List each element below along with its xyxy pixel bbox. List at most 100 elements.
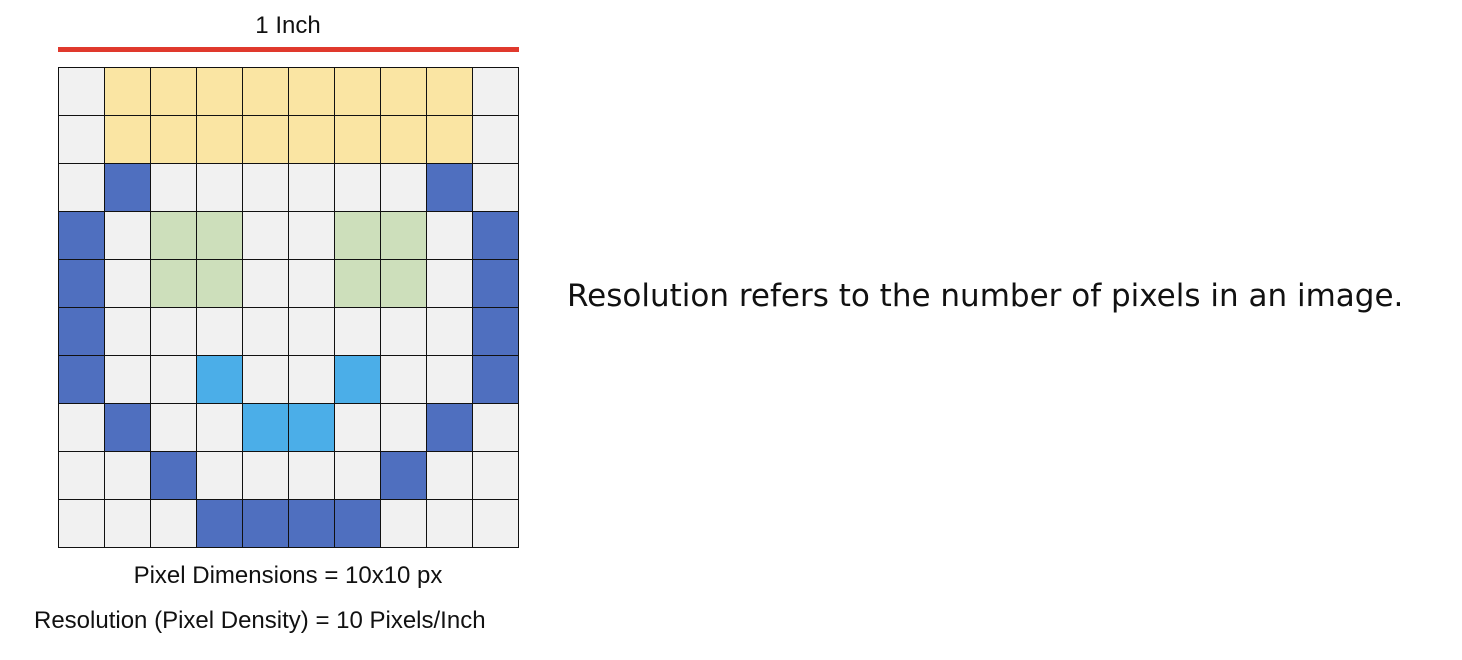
pixel-cell [105, 356, 151, 404]
pixel-cell [197, 68, 243, 116]
pixel-cell [473, 356, 519, 404]
pixel-cell [335, 356, 381, 404]
pixel-cell [335, 164, 381, 212]
pixel-cell [197, 308, 243, 356]
one-inch-ruler [58, 47, 519, 52]
pixel-cell [335, 404, 381, 452]
pixel-cell [335, 452, 381, 500]
pixel-cell [427, 260, 473, 308]
pixel-cell [289, 212, 335, 260]
pixel-cell [381, 68, 427, 116]
pixel-cell [59, 68, 105, 116]
pixel-cell [151, 500, 197, 548]
pixel-cell [427, 116, 473, 164]
pixel-cell [473, 116, 519, 164]
pixel-cell [59, 212, 105, 260]
pixel-cell [381, 500, 427, 548]
pixel-cell [59, 356, 105, 404]
pixel-cell [151, 308, 197, 356]
pixel-grid [58, 67, 519, 548]
pixel-cell [151, 260, 197, 308]
pixel-cell [151, 356, 197, 404]
pixel-cell [473, 212, 519, 260]
pixel-cell [381, 404, 427, 452]
pixel-cell [105, 164, 151, 212]
pixel-cell [335, 500, 381, 548]
pixel-cell [105, 260, 151, 308]
resolution-description: Resolution refers to the number of pixel… [567, 278, 1404, 314]
pixel-cell [197, 116, 243, 164]
pixel-cell [59, 452, 105, 500]
pixel-cell [381, 116, 427, 164]
pixel-cell [381, 452, 427, 500]
pixel-cell [105, 212, 151, 260]
pixel-cell [243, 260, 289, 308]
pixel-cell [289, 404, 335, 452]
pixel-cell [105, 116, 151, 164]
pixel-cell [289, 116, 335, 164]
pixel-cell [151, 452, 197, 500]
pixel-cell [289, 260, 335, 308]
pixel-cell [197, 164, 243, 212]
pixel-cell [427, 404, 473, 452]
pixel-cell [335, 212, 381, 260]
pixel-cell [59, 116, 105, 164]
pixel-cell [59, 260, 105, 308]
pixel-cell [473, 404, 519, 452]
pixel-cell [473, 164, 519, 212]
pixel-cell [105, 68, 151, 116]
pixel-cell [243, 308, 289, 356]
pixel-cell [335, 68, 381, 116]
pixel-cell [335, 308, 381, 356]
pixel-cell [427, 500, 473, 548]
pixel-cell [197, 212, 243, 260]
pixel-cell [197, 500, 243, 548]
pixel-cell [151, 164, 197, 212]
pixel-cell [243, 356, 289, 404]
pixel-density-caption: Resolution (Pixel Density) = 10 Pixels/I… [34, 607, 486, 634]
pixel-cell [105, 500, 151, 548]
pixel-cell [427, 308, 473, 356]
pixel-cell [381, 356, 427, 404]
pixel-cell [381, 308, 427, 356]
pixel-cell [197, 260, 243, 308]
pixel-cell [473, 308, 519, 356]
pixel-cell [289, 356, 335, 404]
pixel-cell [59, 404, 105, 452]
pixel-cell [335, 116, 381, 164]
pixel-cell [243, 164, 289, 212]
pixel-cell [197, 404, 243, 452]
pixel-cell [105, 404, 151, 452]
pixel-cell [427, 212, 473, 260]
pixel-cell [427, 452, 473, 500]
pixel-cell [473, 68, 519, 116]
pixel-cell [381, 212, 427, 260]
pixel-cell [151, 116, 197, 164]
pixel-cell [473, 452, 519, 500]
pixel-cell [59, 308, 105, 356]
pixel-cell [381, 260, 427, 308]
pixel-cell [427, 68, 473, 116]
pixel-cell [59, 500, 105, 548]
pixel-cell [105, 308, 151, 356]
pixel-cell [289, 452, 335, 500]
pixel-cell [151, 404, 197, 452]
pixel-cell [289, 164, 335, 212]
pixel-cell [243, 212, 289, 260]
pixel-cell [289, 68, 335, 116]
pixel-cell [243, 116, 289, 164]
pixel-cell [197, 356, 243, 404]
pixel-cell [197, 452, 243, 500]
pixel-cell [473, 260, 519, 308]
pixel-cell [427, 164, 473, 212]
pixel-cell [289, 308, 335, 356]
pixel-cell [243, 404, 289, 452]
pixel-cell [151, 68, 197, 116]
pixel-cell [59, 164, 105, 212]
pixel-cell [243, 452, 289, 500]
pixel-cell [335, 260, 381, 308]
pixel-cell [289, 500, 335, 548]
scale-label: 1 Inch [255, 12, 321, 39]
pixel-cell [243, 500, 289, 548]
pixel-cell [427, 356, 473, 404]
